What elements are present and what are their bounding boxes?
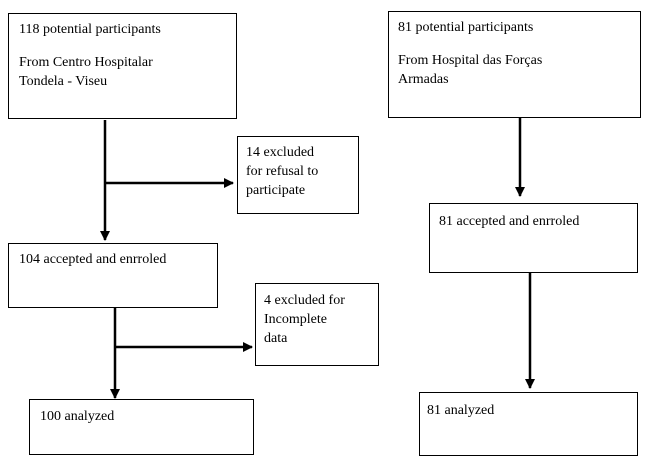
- left-enrolled-text: 104 accepted and enrroled: [19, 252, 167, 267]
- right-start-box: 81 potential participants From Hospital …: [388, 11, 641, 118]
- excluded-incomplete-box: 4 excluded for Incomplete data: [255, 283, 379, 366]
- left-potential-count: 118 potential participants: [19, 22, 161, 37]
- excluded-refusal-box: 14 excluded for refusal to participate: [237, 136, 359, 214]
- left-analyzed-box: 100 analyzed: [29, 399, 254, 455]
- left-start-box: 118 potential participants From Centro H…: [8, 13, 237, 119]
- right-potential-count: 81 potential participants: [398, 20, 534, 35]
- excluded-incomplete-line1: 4 excluded for: [264, 293, 345, 308]
- excluded-incomplete-line3: data: [264, 331, 288, 346]
- excluded-incomplete-line2: Incomplete: [264, 312, 327, 327]
- excluded-refusal-line3: participate: [246, 183, 306, 198]
- left-enrolled-box: 104 accepted and enrroled: [8, 243, 218, 308]
- left-source-line1: From Centro Hospitalar: [19, 55, 153, 70]
- right-analyzed-box: 81 analyzed: [419, 392, 638, 456]
- left-analyzed-text: 100 analyzed: [40, 409, 115, 424]
- excluded-refusal-line1: 14 excluded: [246, 145, 315, 160]
- right-analyzed-text: 81 analyzed: [427, 403, 495, 418]
- right-enrolled-box: 81 accepted and enrroled: [429, 203, 638, 273]
- excluded-refusal-line2: for refusal to: [246, 164, 319, 179]
- left-source-line2: Tondela - Viseu: [19, 74, 108, 89]
- right-source-line2: Armadas: [398, 72, 449, 87]
- right-enrolled-text: 81 accepted and enrroled: [439, 214, 580, 229]
- right-source-line1: From Hospital das Forças: [398, 53, 543, 68]
